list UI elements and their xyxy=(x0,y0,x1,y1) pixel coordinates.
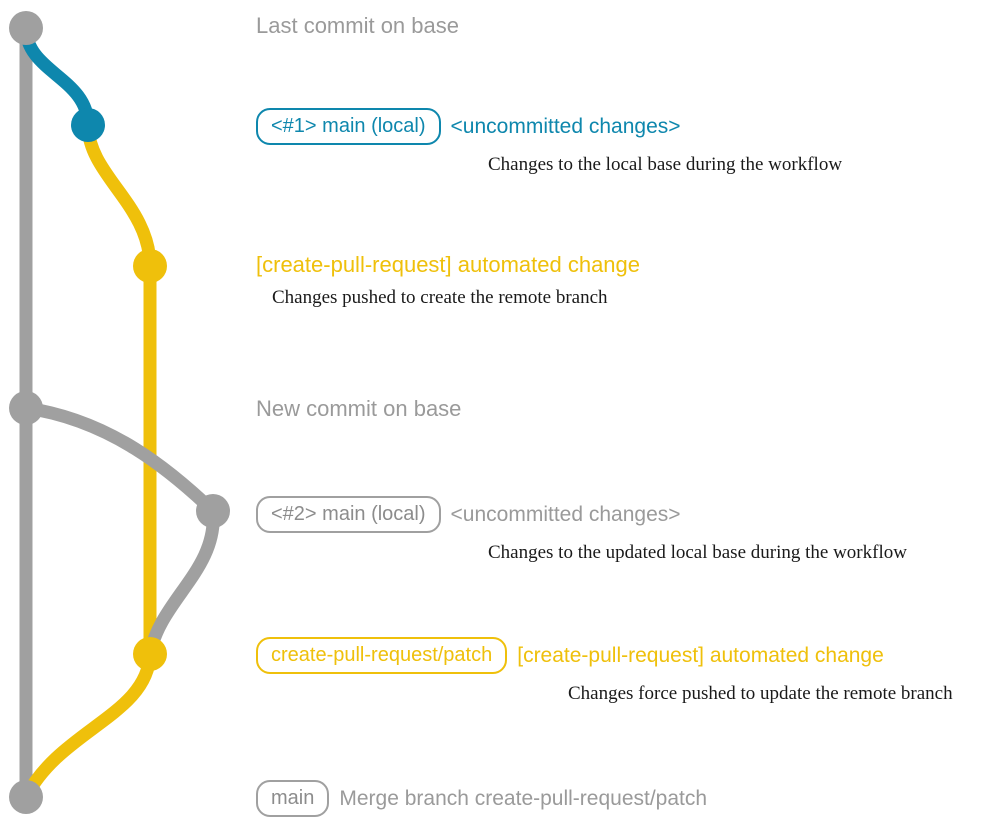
commit-subject: [create-pull-request] automated change xyxy=(517,643,884,667)
commit-entry-new-commit-on-base: New commit on base xyxy=(256,396,461,422)
commit-description: Changes to the updated local base during… xyxy=(488,542,907,563)
node-automated-change-1[interactable] xyxy=(133,249,167,283)
ref-badge-main[interactable]: main xyxy=(256,780,330,817)
node-last-commit-on-base[interactable] xyxy=(9,11,43,45)
commit-entry-automated-change-1: [create-pull-request] automated change C… xyxy=(256,252,640,309)
commit-subject: <uncommitted changes> xyxy=(450,114,681,138)
node-merge-commit[interactable] xyxy=(9,780,43,814)
commit-description: Changes force pushed to update the remot… xyxy=(568,683,953,704)
node-local-main-1[interactable] xyxy=(71,108,105,142)
commit-ref-line: <#2> main (local) <uncommitted changes> xyxy=(256,496,907,533)
commit-ref-line: create-pull-request/patch [create-pull-r… xyxy=(256,637,953,674)
edge-rebase-branch xyxy=(19,401,220,518)
commit-headline: [create-pull-request] automated change xyxy=(256,252,641,277)
edge-patch-merge xyxy=(19,647,157,804)
commit-description: Changes pushed to create the remote bran… xyxy=(272,287,608,308)
ref-badge-local-main-2[interactable]: <#2> main (local) xyxy=(256,496,441,533)
commit-ref-line: <#1> main (local) <uncommitted changes> xyxy=(256,108,842,145)
node-local-main-2[interactable] xyxy=(196,494,230,528)
commit-entry-local-main-1: <#1> main (local) <uncommitted changes> … xyxy=(256,108,842,176)
commit-headline: New commit on base xyxy=(256,396,462,421)
commit-entry-merge-commit: main Merge branch create-pull-request/pa… xyxy=(256,780,707,817)
ref-badge-local-main-1[interactable]: <#1> main (local) xyxy=(256,108,441,145)
node-new-commit-on-base[interactable] xyxy=(9,391,43,425)
edge-rebase-to-patch xyxy=(143,504,220,661)
commit-subject: <uncommitted changes> xyxy=(450,502,681,526)
commit-entry-last-commit-on-base: Last commit on base xyxy=(256,13,459,39)
commit-entry-automated-change-2: create-pull-request/patch [create-pull-r… xyxy=(256,637,953,705)
node-automated-change-2[interactable] xyxy=(133,637,167,671)
commit-ref-line: main Merge branch create-pull-request/pa… xyxy=(256,780,707,817)
commit-entry-local-main-2: <#2> main (local) <uncommitted changes> … xyxy=(256,496,907,564)
commit-headline: Last commit on base xyxy=(256,13,459,38)
commit-description: Changes to the local base during the wor… xyxy=(488,154,843,175)
commit-subject: Merge branch create-pull-request/patch xyxy=(339,786,708,810)
ref-badge-create-pull-request-patch[interactable]: create-pull-request/patch xyxy=(256,637,508,674)
